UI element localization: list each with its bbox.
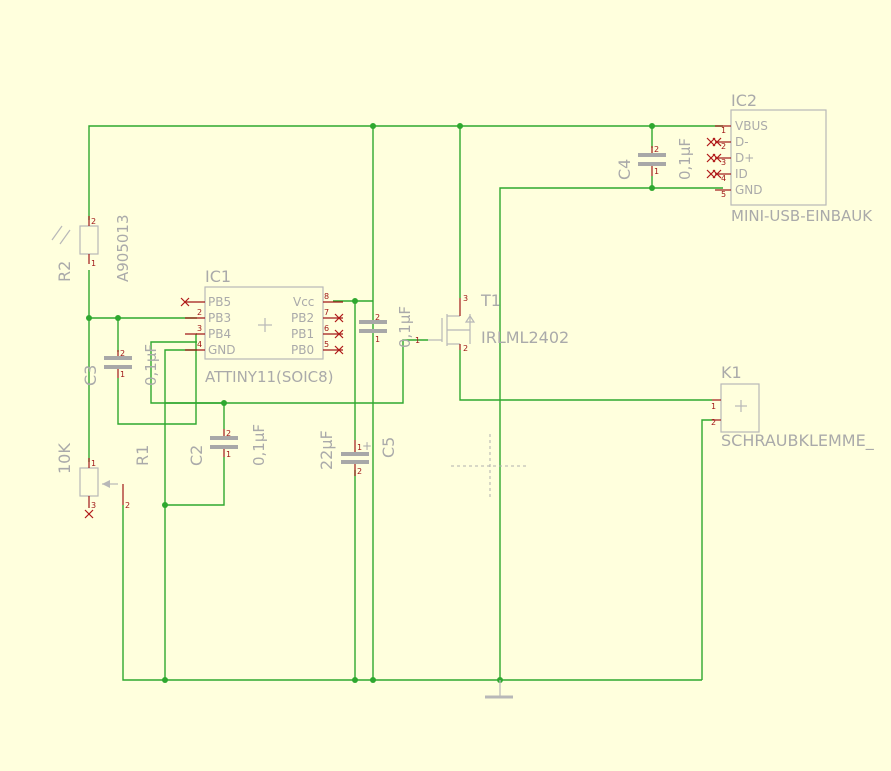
c5-capacitor[interactable]: 1 2 + 22µF C5 [317,430,398,476]
pin-number: 1 [226,450,231,459]
pin-number: 2 [226,429,231,438]
ic1-pin-label: GND [208,343,236,357]
ic2-pin-label: D- [735,135,749,149]
ic2-pin-label: D+ [735,151,754,165]
pin-number: 1 [415,336,420,345]
c1-capacitor[interactable]: 2 1 0,1µF [359,306,414,348]
pin-number: 3 [463,294,468,303]
pin-number: 2 [375,313,380,322]
k1-value: SCHRAUBKLEMME_ [721,431,875,451]
cursor-crosshair-icon [451,434,527,500]
pin-number: 2 [125,501,130,510]
c3-value: 0,1µF [142,344,160,386]
pin-number: 5 [324,340,329,349]
ic2-pin-label: VBUS [735,119,768,133]
pin-number: 2 [197,308,202,317]
r1-potentiometer[interactable]: 1 2 3 10K R1 [55,443,152,519]
ic1-pin-label: PB5 [208,295,231,309]
t1-value: IRLML2402 [481,328,569,347]
r2-photoresistor[interactable]: 2 1 R2 A905013 [51,214,132,282]
t1-mosfet[interactable]: T1 IRLML2402 3 1 2 [415,291,569,353]
r2-value: A905013 [114,214,132,282]
ic2-pin-label: GND [735,183,763,197]
ic1-name: IC1 [205,267,231,286]
pin-number: 1 [375,335,380,344]
r1-name: R1 [133,445,152,466]
pin-number: 4 [721,174,726,183]
pin-number: 7 [324,308,329,317]
ic2-value: MINI-USB-EINBAUK [731,207,873,225]
unconnected-pin-marks [180,297,344,355]
pin-number: 2 [357,467,362,476]
ic1-pin-label: PB3 [208,311,231,325]
ic1-pin-label: PB2 [291,311,314,325]
pin-number: 6 [324,324,329,333]
pin-number: 2 [711,418,716,427]
ic1-pin-label: PB4 [208,327,231,341]
pin-number: 1 [357,443,362,452]
light-arrows-icon [51,225,71,245]
c3-capacitor[interactable]: 2 1 C3 0,1µF [81,344,160,386]
pin-number: 2 [463,344,468,353]
c4-value: 0,1µF [676,138,694,180]
c2-capacitor[interactable]: 2 1 C2 0,1µF [187,424,268,466]
c4-name: C4 [615,159,634,180]
plus-sign: + [362,439,372,453]
pin-number: 5 [721,190,726,199]
t1-name: T1 [480,291,501,310]
ic2-name: IC2 [731,91,757,110]
r1-value: 10K [55,443,74,474]
pin-number: 3 [721,158,726,167]
wires [88,125,723,681]
ic1-pin-label: Vcc [293,295,314,309]
ic1-pin-label: PB0 [291,343,314,357]
pin-number: 2 [721,142,726,151]
pin-number: 2 [91,217,96,226]
c1-value: 0,1µF [396,306,414,348]
k1-terminal[interactable]: K1 SCHRAUBKLEMME_ 1 2 [711,363,875,451]
k1-name: K1 [721,363,742,382]
pin-number: 2 [120,349,125,358]
pin-number: 8 [324,292,329,301]
pin-number: 1 [120,370,125,379]
c5-name: C5 [379,437,398,458]
c5-value: 22µF [317,430,336,470]
unconnected-pin-marks [706,137,722,179]
ground-icon [485,680,513,699]
pin-number: 1 [91,259,96,268]
pin-number: 1 [654,167,659,176]
origin-cross-icon [735,400,747,412]
ic2-mini-usb[interactable]: IC2 MINI-USB-EINBAUK VBUS D- D+ ID GND 1… [706,91,873,225]
junctions [86,123,655,683]
pin-number: 3 [197,324,202,333]
ic1-attiny11[interactable]: IC1 ATTINY11(SOIC8) PB5 PB3 PB4 GND Vcc … [180,267,344,386]
c4-capacitor[interactable]: 2 1 C4 0,1µF [615,138,694,180]
pin-number: 1 [721,126,726,135]
ic2-pin-label: ID [735,167,748,181]
ic1-pin-stubs [185,301,343,351]
c2-name: C2 [187,445,206,466]
pin-number: 3 [91,501,96,510]
pin-number: 1 [91,459,96,468]
c2-value: 0,1µF [250,424,268,466]
r2-name: R2 [55,261,74,282]
origin-cross-icon [258,318,272,332]
ic1-value: ATTINY11(SOIC8) [205,368,334,386]
pin-number: 2 [654,145,659,154]
pin-number: 4 [197,340,202,349]
c3-name: C3 [81,365,100,386]
ic1-pin-label: PB1 [291,327,314,341]
pin-number: 1 [711,402,716,411]
